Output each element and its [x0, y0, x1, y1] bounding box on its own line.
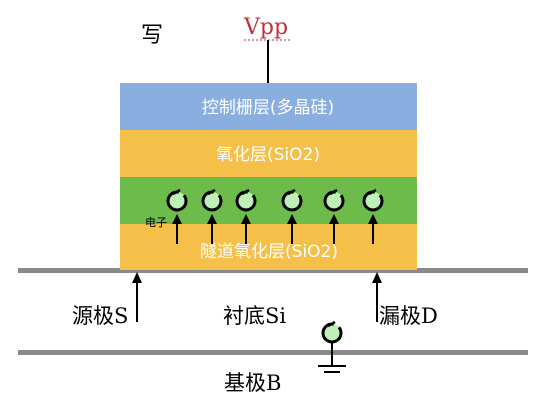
- drain-label: 漏极D: [379, 304, 438, 328]
- tunnel-oxide-layer: [120, 224, 417, 270]
- drain-arrow-icon: [372, 272, 382, 322]
- control-gate-label: 控制栅层(多晶硅): [202, 98, 334, 118]
- electron-icon: [201, 188, 223, 212]
- source-arrow-icon: [132, 272, 142, 322]
- up-arrow-icon: [172, 214, 182, 244]
- up-arrow-icon: [287, 214, 297, 244]
- electron-icon: [323, 188, 345, 212]
- up-arrow-icon: [207, 214, 217, 244]
- oxide-layer: [120, 130, 417, 177]
- electron-icon: [362, 188, 384, 212]
- oxide-label: 氧化层(SiO2): [216, 145, 320, 165]
- electron-label: 电子: [145, 216, 167, 229]
- substrate-top-line: [18, 268, 528, 273]
- control-gate-layer: [120, 83, 417, 130]
- tunneling-arrows: [172, 214, 378, 244]
- substrate-electron-icon: [321, 320, 343, 344]
- up-arrow-icon: [329, 214, 339, 244]
- electron-icon: [166, 188, 188, 212]
- write-label: 写: [141, 23, 163, 48]
- substrate-label: 衬底Si: [223, 304, 286, 328]
- vpp-label: Vpp: [243, 15, 288, 40]
- up-arrow-icon: [241, 214, 251, 244]
- substrate-bottom-line: [18, 350, 528, 355]
- source-label: 源极S: [72, 304, 128, 328]
- electrons: [166, 188, 384, 212]
- tunnel-oxide-label: 隧道氧化层(SiO2): [200, 242, 338, 262]
- ground-icon: [318, 342, 346, 373]
- base-label: 基极B: [224, 371, 281, 395]
- up-arrow-icon: [368, 214, 378, 244]
- electron-icon: [235, 188, 257, 212]
- electron-icon: [281, 188, 303, 212]
